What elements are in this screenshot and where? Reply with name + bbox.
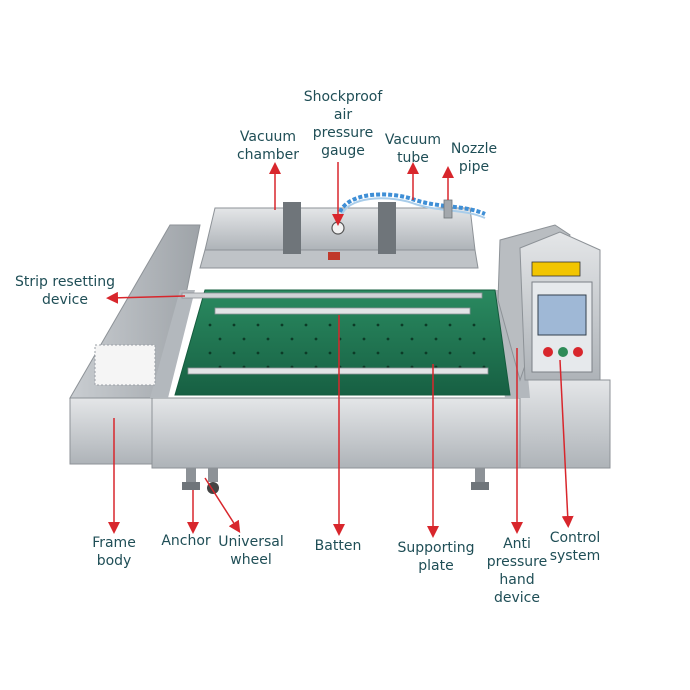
belt-hole (208, 351, 212, 355)
strip-resetting-rod (181, 292, 483, 299)
belt-hole (362, 337, 366, 341)
belt-hole (410, 337, 414, 341)
label-nozzle-pipe: Nozzle pipe (450, 141, 498, 175)
belt-hole (280, 323, 284, 327)
belt-hole (232, 351, 236, 355)
conveyor-belt (174, 289, 511, 396)
label-frame-body: Frame body (92, 535, 136, 569)
pressure-gauge-icon (331, 221, 345, 235)
arrow-control-system (559, 359, 574, 528)
feet-and-wheels (182, 468, 489, 494)
label-anchor: Anchor (161, 533, 211, 549)
frame-sticker (94, 344, 156, 386)
label-shockproof-gauge: Shockproof air pressure gauge (303, 89, 383, 159)
annotation-arrows (106, 162, 574, 538)
label-control-system: Control system (549, 530, 601, 564)
belt-hole (448, 323, 452, 327)
belt-hole (232, 323, 236, 327)
belt-hole (434, 337, 438, 341)
vacuum-tube (338, 192, 486, 216)
belt-hole (448, 351, 452, 355)
belt-hole (400, 351, 404, 355)
belt-hole (458, 337, 462, 341)
label-anti-pressure: Anti pressure hand device (486, 536, 548, 606)
belt-hole (280, 351, 284, 355)
supporting-plate-bar (187, 367, 489, 375)
belt-hole (208, 323, 212, 327)
belt-hole (304, 323, 308, 327)
belt-hole (314, 337, 318, 341)
belt-hole (472, 323, 476, 327)
belt-hole (424, 351, 428, 355)
nozzle-pipe (443, 199, 453, 219)
belt-hole (242, 337, 246, 341)
belt-hole (266, 337, 270, 341)
label-batten: Batten (314, 538, 362, 554)
belt-hole (472, 351, 476, 355)
belt-hole (400, 323, 404, 327)
arrow-universal-wheel (204, 477, 241, 534)
label-supporting-plate: Supporting plate (397, 540, 475, 574)
belt-hole (376, 323, 380, 327)
belt-hole (386, 337, 390, 341)
belt-hole (328, 351, 332, 355)
belt-hole (304, 351, 308, 355)
belt-hole (376, 351, 380, 355)
vacuum-chamber-lid (199, 202, 479, 269)
belt-hole (424, 323, 428, 327)
belt-hole (256, 323, 260, 327)
belt-hole (218, 337, 222, 341)
vacuum-tube-inner (341, 197, 486, 219)
control-cabinet (497, 224, 601, 382)
label-vacuum-chamber: Vacuum chamber (236, 129, 300, 163)
arrow-strip-resetting (106, 291, 186, 304)
label-universal-wheel: Universal wheel (218, 534, 284, 568)
belt-hole (352, 351, 356, 355)
belt-hole (352, 323, 356, 327)
belt-hole (482, 337, 486, 341)
label-strip-resetting: Strip resetting device (15, 274, 115, 308)
belt-hole (290, 337, 294, 341)
batten-bar-top (214, 307, 471, 315)
label-vacuum-tube: Vacuum tube (384, 132, 442, 166)
belt-hole (256, 351, 260, 355)
belt-hole (328, 323, 332, 327)
